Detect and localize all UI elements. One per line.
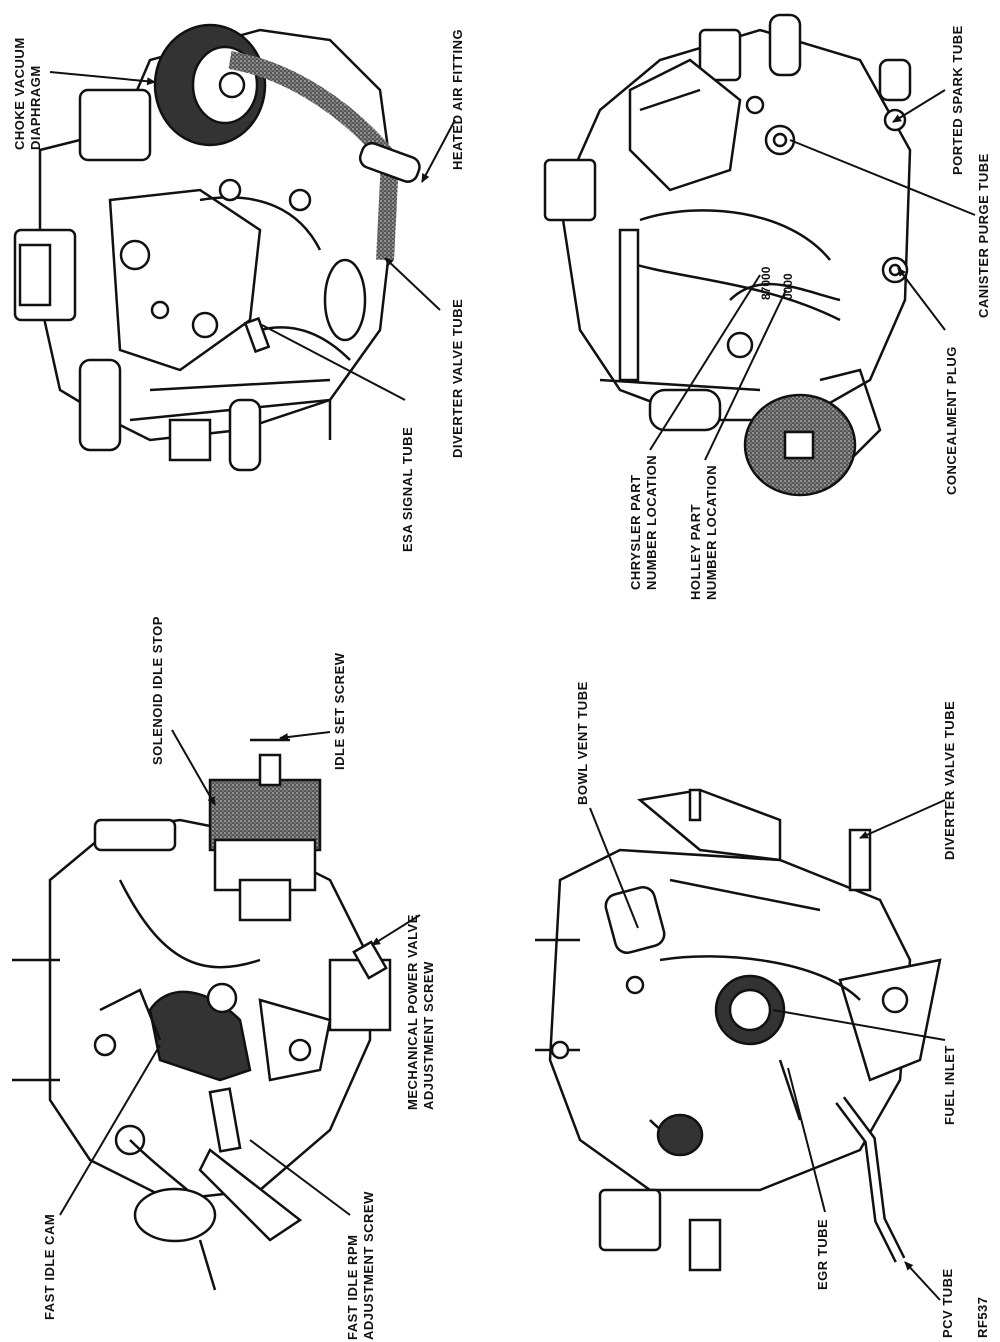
label-canister-purge-tube: CANISTER PURGE TUBE (976, 153, 991, 318)
label-egr-tube: EGR TUBE (815, 1218, 830, 1290)
carburetor-view-bottom-left (12, 738, 392, 1291)
label-holley-line-1: HOLLEY PART (688, 503, 703, 600)
label-solenoid-idle-stop: SOLENOID IDLE STOP (150, 616, 165, 765)
leader-diverter-valve-tube-top (384, 257, 441, 311)
label-chrysler-line-1: CHRYSLER PART (628, 474, 643, 590)
leader-fast-idle-cam (59, 1044, 161, 1216)
carburetor-view-top-right (543, 13, 912, 497)
label-choke-vacuum-diaphragm: CHOKE VACUUM DIAPHRAGM (12, 37, 44, 150)
leader-ported-spark-tube (892, 89, 946, 123)
label-mech-line-1: MECHANICAL POWER VALVE (405, 914, 420, 1110)
label-chrysler-part: CHRYSLER PART NUMBER LOCATION (628, 455, 660, 590)
label-concealment-plug: CONCEALMENT PLUG (944, 346, 959, 495)
leader-chrysler-part (649, 274, 761, 451)
leader-fast-idle-rpm (249, 1139, 351, 1216)
label-fast-idle-line-2: ADJUSTMENT SCREW (361, 1191, 376, 1340)
label-heated-air-fitting: HEATED AIR FITTING (450, 28, 465, 170)
leader-concealment-plug (897, 267, 946, 331)
label-esa-signal-tube: ESA SIGNAL TUBE (400, 426, 415, 552)
label-fast-idle-line-1: FAST IDLE RPM (345, 1234, 360, 1340)
leader-canister-purge-tube (789, 139, 976, 216)
leader-fuel-inlet (772, 1009, 946, 1041)
label-fuel-inlet: FUEL INLET (942, 1045, 957, 1125)
leader-heated-air-fitting (421, 119, 456, 183)
leader-pcv-tube (904, 1261, 941, 1301)
label-fast-idle-rpm: FAST IDLE RPM ADJUSTMENT SCREW (345, 1191, 377, 1340)
leader-idle-set-screw (279, 731, 331, 742)
label-choke-line-1: CHOKE VACUUM (12, 37, 27, 150)
leader-lines (49, 71, 976, 1301)
label-chrysler-line-2: NUMBER LOCATION (644, 454, 659, 590)
leader-mech-power-valve (371, 914, 421, 946)
leader-holley-part (704, 289, 787, 461)
label-fast-idle-cam: FAST IDLE CAM (42, 1213, 57, 1320)
leader-choke-vacuum-diaphragm (49, 71, 156, 86)
label-bowl-vent-tube: BOWL VENT TUBE (575, 681, 590, 805)
label-idle-set-screw: IDLE SET SCREW (332, 652, 347, 770)
carburetor-view-bottom-right (535, 788, 942, 1272)
label-mech-line-2: ADJUSTMENT SCREW (421, 961, 436, 1110)
label-holley-part: HOLLEY PART NUMBER LOCATION (688, 465, 720, 600)
label-holley-line-2: NUMBER LOCATION (704, 464, 719, 600)
leader-solenoid-idle-stop (171, 729, 216, 806)
label-choke-line-2: DIAPHRAGM (28, 65, 43, 150)
figure-code: RF537 (975, 1296, 990, 1338)
carburetor-view-top-left (13, 23, 421, 472)
leader-diverter-valve-tube-bottom (859, 799, 946, 839)
leader-egr-tube (787, 1067, 826, 1213)
stamped-part-numbers: 87000 0000 (759, 266, 795, 300)
stamped-part-number-2: 0000 (781, 273, 795, 300)
label-pcv-tube: PCV TUBE (940, 1268, 955, 1338)
stamped-part-number-1: 87000 (759, 266, 773, 300)
label-ported-spark-tube: PORTED SPARK TUBE (950, 25, 965, 175)
label-mech-power-valve: MECHANICAL POWER VALVE ADJUSTMENT SCREW (405, 914, 437, 1110)
label-diverter-valve-tube-top: DIVERTER VALVE TUBE (450, 298, 465, 458)
leader-esa-signal-tube (261, 324, 406, 401)
label-diverter-valve-tube-bottom: DIVERTER VALVE TUBE (942, 700, 957, 860)
leader-bowl-vent-tube (589, 807, 639, 929)
